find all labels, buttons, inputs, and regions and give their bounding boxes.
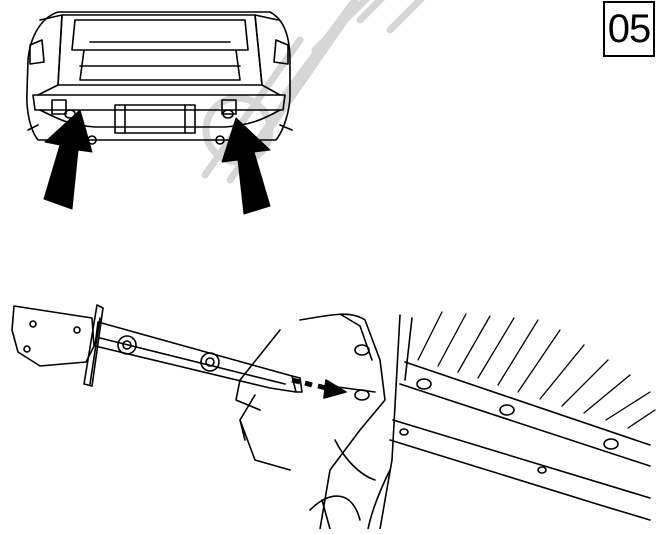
arrow-icon-right — [221, 117, 271, 215]
car-rear-view-figure — [26, 11, 293, 145]
dashed-arrow-icon — [291, 377, 347, 399]
bracket-insertion-figure — [11, 304, 303, 393]
step-number-box: 05 — [603, 1, 655, 57]
step-number: 05 — [607, 7, 651, 51]
vehicle-frame-section — [235, 311, 656, 530]
arrow-icon-left — [43, 109, 93, 210]
